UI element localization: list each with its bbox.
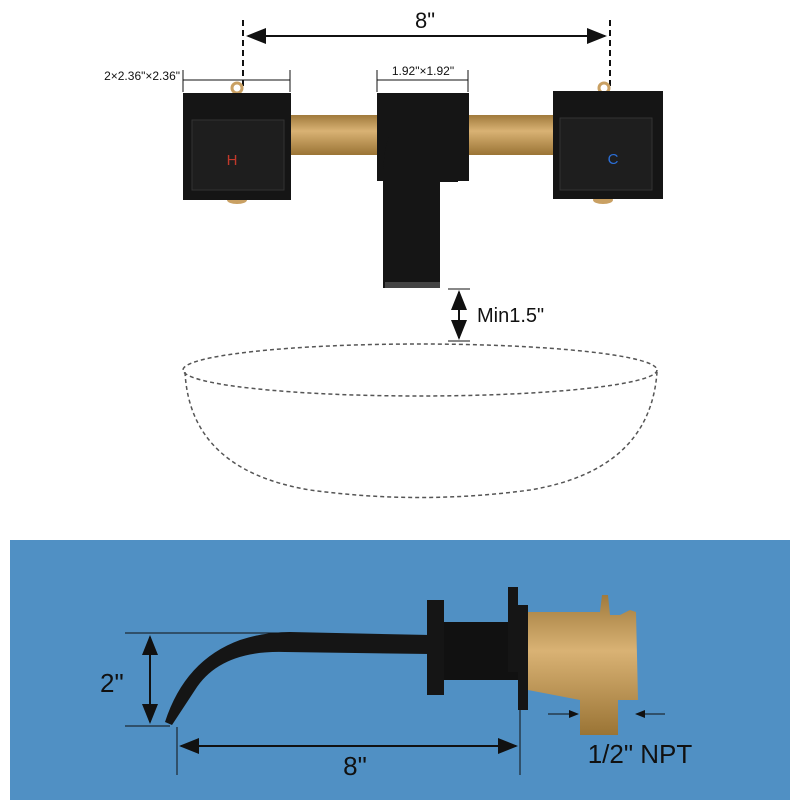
front-view: 8" 2×2.36"×2.36" 1.92"×1.92" H C Min1.: [104, 8, 663, 499]
spout-front: [377, 93, 469, 288]
inlet-thread-label: 1/2" NPT: [588, 739, 693, 769]
spout-height-label: 2": [100, 668, 124, 698]
cold-label: C: [608, 151, 619, 168]
cold-handle: C: [553, 91, 663, 199]
basin-outline: [182, 343, 658, 499]
clearance-label: Min1.5": [477, 305, 544, 327]
hot-handle: H: [183, 93, 291, 200]
spout-side: [165, 632, 430, 725]
hot-label: H: [227, 152, 238, 169]
side-view: 2" 8" 1/2" NPT: [10, 540, 790, 800]
spout-plate-size-label: 1.92"×1.92": [392, 64, 454, 78]
spout-reach-label: 8": [343, 751, 367, 781]
handle-size-label: 2×2.36"×2.36": [104, 69, 180, 83]
brass-valve-body: [528, 595, 638, 735]
blue-panel: [10, 540, 790, 800]
handle-spacing-label: 8": [415, 8, 435, 33]
